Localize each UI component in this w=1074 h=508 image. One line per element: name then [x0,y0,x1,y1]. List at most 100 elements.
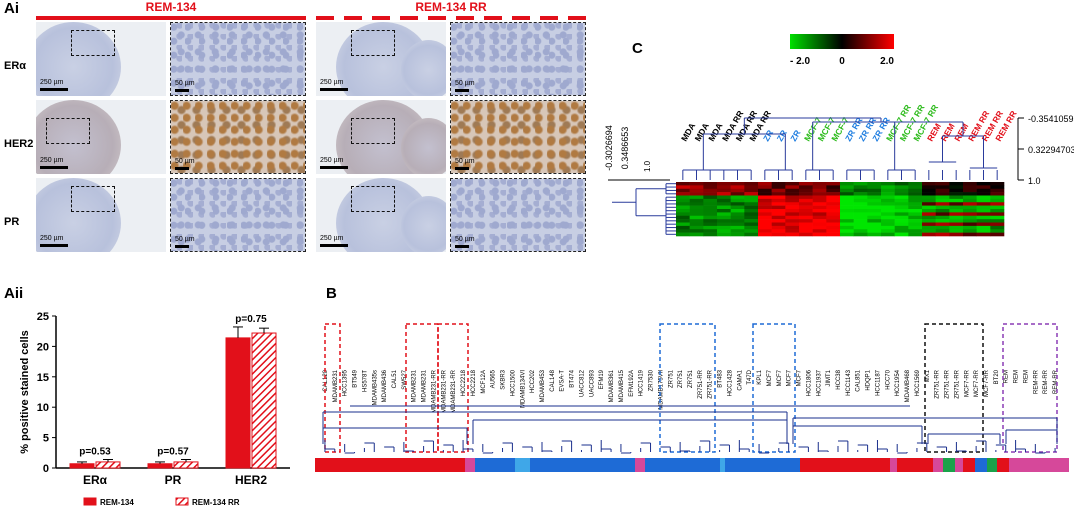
heatmap-cell [717,225,731,230]
heatmap-cell [703,219,718,223]
heatmap-cell [785,195,800,200]
heatmap-cell [689,188,704,193]
tissue-section [36,178,121,252]
heatmap-cell [771,188,786,193]
heatmap-cell [826,205,841,210]
heatmap-cell [717,222,731,227]
heatmap-cell [758,229,772,233]
heatmap-cell [676,222,690,227]
tree-scale-label: 0.3486653 [620,127,630,170]
heatmap-cell [908,232,923,237]
x-tick-label: ERα [83,473,108,487]
heatmap-cell [976,198,991,203]
heatmap-column-label: ZR [775,128,789,143]
heatmap-cell [717,202,731,206]
heatmap-cell [689,182,704,186]
heatmap-cell [758,192,772,196]
dendrogram-leaf-label: HCC1954 [895,369,901,396]
heatmap-cell [744,205,759,210]
cluster-color-strip [1009,458,1069,472]
heatmap-cell [676,202,690,206]
y-tick-label: 15 [37,372,49,384]
dendrogram-leaf-label: HCC2218 [461,369,467,396]
cluster-color-strip [800,458,890,472]
heatmap-cell [894,232,909,237]
heatmap-cell [840,188,854,193]
panel-label-aii: Aii [4,285,24,302]
dendrogram-leaf-label: ZR751-RR [935,369,941,398]
heatmap-cell [703,215,718,220]
heatmap-cell [799,182,813,186]
heatmap-cell [676,192,690,196]
heatmap-cell [976,195,991,200]
heatmap-cell [744,188,759,193]
heatmap-cell [717,209,731,213]
tree-scale-label: -0.35410595 [1028,114,1074,124]
micrograph-zoom-era-rem134rr: 50 µm [450,22,586,96]
heatmap-cell [703,188,718,193]
heatmap-column-label: ZR [761,128,775,143]
heatmap-cell [922,225,936,230]
heatmap-cell [826,195,841,200]
heatmap-cell [758,222,772,227]
scale-label: 250 µm [40,235,64,242]
tissue-section [401,118,446,174]
heatmap-cell [990,185,1005,190]
zoomed-tissue [171,101,305,173]
heatmap-cell [826,198,841,203]
heatmap-cell [963,222,977,227]
heatmap-cell [758,212,772,217]
scale-label: 50 µm [175,236,195,243]
y-tick-label: 20 [37,341,49,353]
heatmap-cell [785,225,800,230]
heatmap-cell [758,209,772,213]
heatmap-cell [730,215,745,220]
heatmap-cell [949,198,964,203]
heatmap-cell [730,205,745,210]
heatmap-cell [676,229,690,233]
heatmap-cell [826,188,841,193]
scale-bar [455,89,469,92]
heatmap-cell [963,188,977,193]
heatmap-cell [853,222,868,227]
heatmap-cell [799,185,813,190]
heatmap-cell [826,202,841,206]
heatmap-cell [730,232,745,237]
heatmap-cell [799,205,813,210]
dendrogram-leaf-label: MCF12A [481,370,487,394]
heatmap-cell [963,182,977,186]
scale-label: 50 µm [175,80,195,87]
heatmap-cell [785,202,800,206]
dendrogram-leaf-label: REM [1023,370,1029,383]
dendrogram-leaf-label: ZR751-RR [954,369,960,398]
heatmap-cell [689,192,704,196]
heatmap-cell [894,212,909,217]
heatmap-cell [840,192,854,196]
heatmap-cell [676,182,690,186]
heatmap-cell [935,195,950,200]
cluster-color-strip [890,458,897,472]
bar-rem-134-rr [95,461,121,469]
dendrogram-leaf-label: MDAMB415 [619,369,625,402]
heatmap-cell [949,222,964,227]
heatmap-cell [744,219,759,223]
heatmap-cell [949,212,964,217]
dendrogram-leaf-label: MDAMB453 [540,369,546,402]
y-tick-label: 10 [37,402,49,414]
heatmap-cell [853,205,868,210]
dendrogram-leaf-label: CAL851 [856,369,862,391]
micrograph-overview-pr-rem134rr: 250 µm [316,178,446,252]
heatmap-cell [812,182,827,186]
column-bar-rem134rr-dashed [316,16,586,20]
heatmap-cell [771,219,786,223]
heatmap-cell [990,232,1005,237]
heatmap-cell [703,198,718,203]
heatmap-cell [853,195,868,200]
heatmap-cell [758,198,772,203]
micrograph-overview-pr-rem134: 250 µm [36,178,166,252]
heatmap-cell [812,225,827,230]
dendrogram-leaf-label: MCF7 [777,369,783,386]
heatmap-cell [908,198,923,203]
dendrogram-leaf-label: HCC38 [836,369,842,389]
